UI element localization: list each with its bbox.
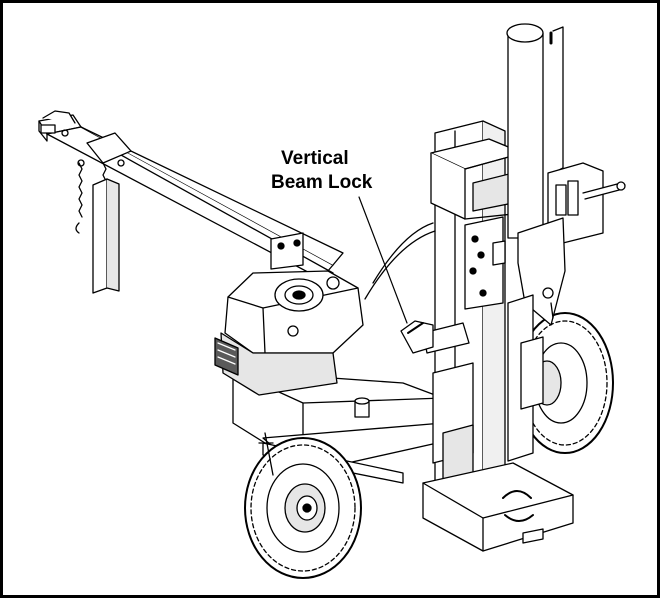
callout-line-2: Beam Lock [271,172,373,193]
callout-leader-line [358,196,408,324]
beam-lock [364,222,436,354]
engine [214,232,364,396]
vertical-beam [422,23,626,552]
callout-line-1: Vertical [281,148,349,169]
log-splitter-illustration [38,23,626,579]
callout-label: Vertical Beam Lock [271,147,372,195]
tow-tongue [38,110,344,294]
left-wheel [244,432,362,579]
